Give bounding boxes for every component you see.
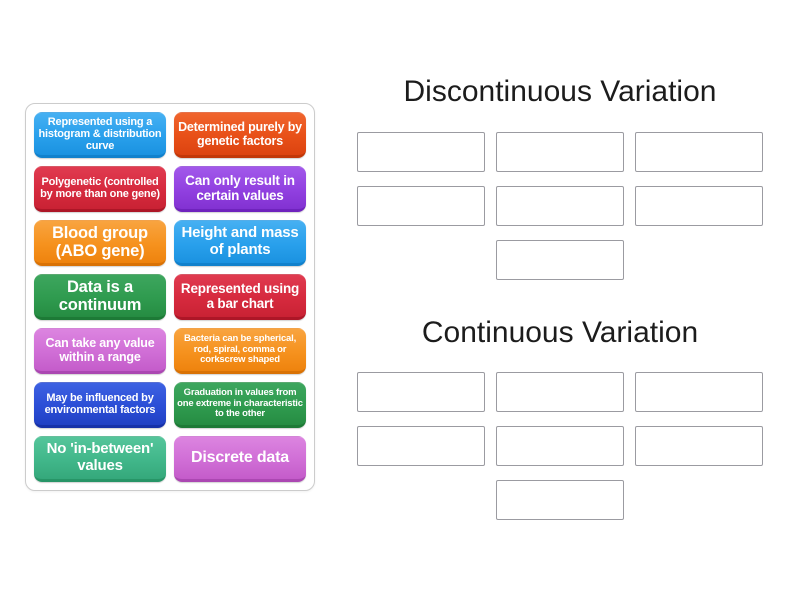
empty-drop-slot[interactable]: [357, 372, 485, 412]
word-tile[interactable]: Data is a continuum: [34, 274, 166, 320]
word-tile[interactable]: Bacteria can be spherical, rod, spiral, …: [174, 328, 306, 374]
word-tile-label: Determined purely by genetic factors: [178, 120, 302, 148]
empty-drop-slot[interactable]: [496, 186, 624, 226]
word-tile-label: May be influenced by environmental facto…: [44, 391, 156, 416]
empty-drop-slot[interactable]: [496, 426, 624, 466]
word-tile-label: No 'in-between' values: [46, 440, 154, 474]
word-tile[interactable]: Polygenetic (controlled by more than one…: [34, 166, 166, 212]
word-tile[interactable]: No 'in-between' values: [34, 436, 166, 482]
group-slots-continuous: [357, 372, 763, 520]
empty-drop-slot[interactable]: [496, 132, 624, 172]
word-tile-label: Represented using a histogram & distribu…: [38, 115, 162, 153]
empty-drop-slot[interactable]: [635, 186, 763, 226]
group-slots-discontinuous: [357, 132, 763, 280]
empty-drop-slot[interactable]: [357, 186, 485, 226]
word-tile[interactable]: Represented using a bar chart: [174, 274, 306, 320]
word-tile-label: Height and mass of plants: [181, 224, 299, 258]
word-tile[interactable]: Graduation in values from one extreme in…: [174, 382, 306, 428]
word-tile-label: Can take any value within a range: [45, 336, 155, 364]
empty-drop-slot[interactable]: [635, 426, 763, 466]
group-title-continuous: Continuous Variation: [421, 316, 699, 349]
word-tile[interactable]: Determined purely by genetic factors: [174, 112, 306, 158]
word-tile-label: Discrete data: [191, 449, 289, 467]
word-tile[interactable]: Can take any value within a range: [34, 328, 166, 374]
word-tile[interactable]: Can only result in certain values: [174, 166, 306, 212]
empty-drop-slot[interactable]: [496, 480, 624, 520]
word-tile[interactable]: Height and mass of plants: [174, 220, 306, 266]
word-tile-label: Polygenetic (controlled by more than one…: [40, 175, 160, 200]
word-tile[interactable]: Blood group (ABO gene): [34, 220, 166, 266]
word-tile-label: Blood group (ABO gene): [52, 223, 148, 260]
empty-drop-slot[interactable]: [496, 240, 624, 280]
empty-drop-slot[interactable]: [357, 426, 485, 466]
empty-drop-slot[interactable]: [635, 372, 763, 412]
word-tile-label: Graduation in values from one extreme in…: [177, 387, 303, 420]
empty-drop-slot[interactable]: [357, 132, 485, 172]
word-bank-panel: Represented using a histogram & distribu…: [25, 103, 315, 491]
word-tile-label: Can only result in certain values: [185, 172, 295, 203]
word-tile-label: Represented using a bar chart: [180, 280, 300, 311]
group-title-discontinuous: Discontinuous Variation: [403, 75, 717, 108]
word-tile[interactable]: Represented using a histogram & distribu…: [34, 112, 166, 158]
word-tile-label: Data is a continuum: [58, 277, 142, 314]
word-tile[interactable]: May be influenced by environmental facto…: [34, 382, 166, 428]
empty-drop-slot[interactable]: [496, 372, 624, 412]
word-tile-label: Bacteria can be spherical, rod, spiral, …: [183, 333, 297, 366]
word-tile[interactable]: Discrete data: [174, 436, 306, 482]
empty-drop-slot[interactable]: [635, 132, 763, 172]
